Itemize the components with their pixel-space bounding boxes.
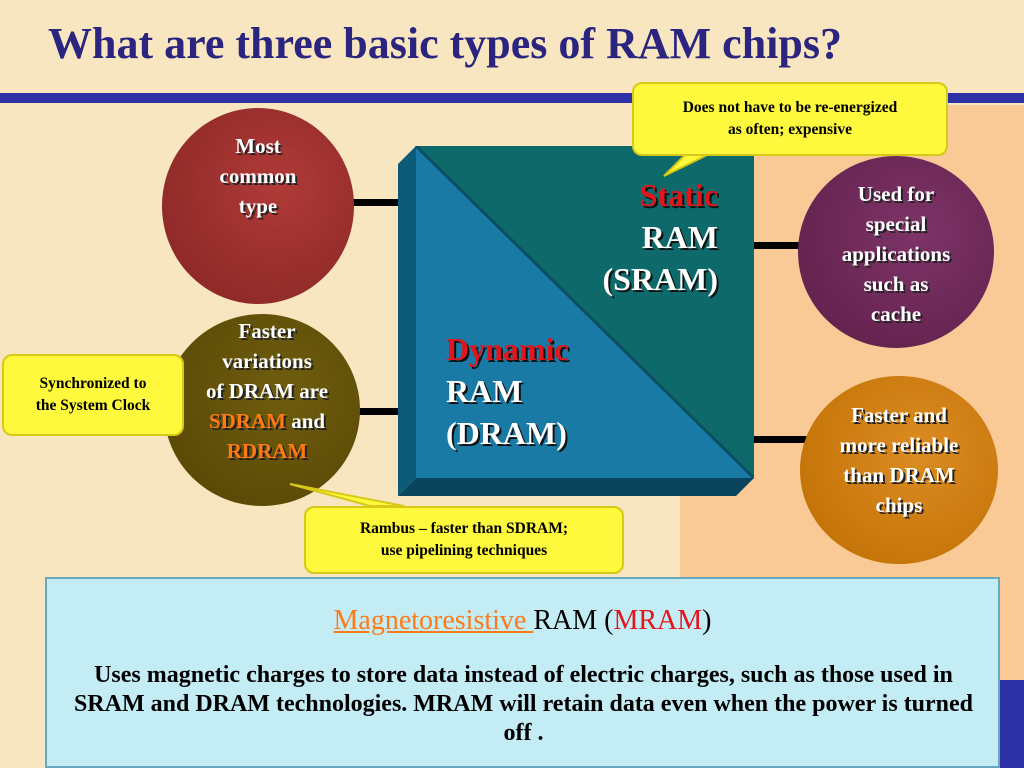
rdram-word: RDRAM: [226, 439, 308, 463]
faster-reliable-line2: more reliable: [839, 433, 959, 457]
most-common-line3: type: [238, 194, 278, 218]
circle-special-applications: Used for special applications such as ca…: [798, 156, 994, 348]
callout-sdram-note: Synchronized to the System Clock: [2, 354, 184, 436]
special-apps-line4: such as: [863, 272, 929, 296]
dram-abbr: (DRAM): [446, 415, 567, 451]
mram-abbr: MRAM: [613, 605, 703, 636]
mram-info-box: Magnetoresistive RAM (MRAM) Uses magneti…: [45, 577, 1000, 768]
square-bottom-bevel: [398, 478, 754, 496]
connector-special-apps: [752, 242, 804, 249]
slide-title: What are three basic types of RAM chips?: [48, 19, 842, 68]
sram-abbr: (SRAM): [602, 261, 718, 297]
mram-heading: Magnetoresistive RAM (MRAM): [47, 605, 998, 637]
sram-note-line2: as often; expensive: [727, 121, 852, 138]
callout-sram-note: Does not have to be re-energized as ofte…: [632, 82, 948, 156]
special-apps-line3: applications: [841, 242, 951, 266]
mram-close-paren: ): [702, 605, 712, 636]
dram-variations-line3: of DRAM are: [205, 379, 329, 403]
and-word: and: [285, 409, 326, 433]
faster-reliable-line1: Faster and: [851, 403, 947, 427]
dram-label: Dynamic RAM (DRAM): [446, 328, 569, 454]
special-apps-line2: special: [865, 212, 927, 236]
faster-reliable-line3: than DRAM: [843, 463, 955, 487]
callout-rdram-note: Rambus – faster than SDRAM; use pipelini…: [304, 506, 624, 574]
sdram-note-line1: Synchronized to: [39, 375, 147, 392]
square-diagonal: [414, 146, 754, 480]
most-common-line2: common: [219, 164, 297, 188]
dram-variations-line2: variations: [222, 349, 312, 373]
sdram-note-line2: the System Clock: [35, 397, 151, 414]
ram-square-graphic: [398, 146, 754, 496]
ram-types-square: Static RAM (SRAM) Dynamic RAM (DRAM): [398, 146, 754, 496]
circle-dram-variations: Faster variations of DRAM are SDRAM and …: [164, 314, 360, 506]
title-underline-bar: [0, 93, 1024, 103]
connector-faster-reliable: [752, 436, 808, 443]
connector-dram-variations: [356, 408, 402, 415]
mram-term-link[interactable]: Magnetoresistive: [333, 605, 534, 636]
sdram-word: SDRAM: [208, 409, 286, 433]
rdram-note-line1: Rambus – faster than SDRAM;: [359, 520, 569, 537]
most-common-line1: Most: [235, 134, 281, 158]
sram-ram-word: RAM: [641, 219, 718, 255]
special-apps-line5: cache: [870, 302, 922, 326]
rdram-note-line2: use pipelining techniques: [380, 542, 548, 559]
sram-note-line1: Does not have to be re-energized: [682, 99, 898, 116]
dram-ram-word: RAM: [446, 373, 523, 409]
faster-reliable-line4: chips: [875, 493, 923, 517]
square-left-bevel: [398, 146, 416, 496]
mram-description: Uses magnetic charges to store data inst…: [73, 662, 974, 746]
circle-most-common: Most common type: [162, 108, 354, 304]
special-apps-line1: Used for: [857, 182, 935, 206]
right-edge-strip: [1000, 680, 1024, 768]
mram-ram-text: RAM (: [533, 605, 614, 636]
dram-dynamic-word: Dynamic: [446, 331, 569, 367]
dram-variations-line4: SDRAM and: [206, 406, 328, 436]
sram-static-word: Static: [639, 177, 718, 213]
sram-label: Static RAM (SRAM): [602, 174, 718, 300]
connector-most-common: [352, 199, 402, 206]
dram-variations-line1: Faster: [238, 319, 296, 343]
circle-faster-reliable: Faster and more reliable than DRAM chips: [800, 376, 998, 564]
